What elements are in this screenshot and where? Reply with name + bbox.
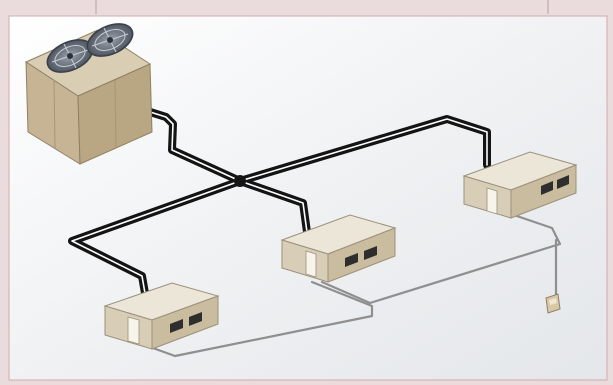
- indoor-unit-2-front-face: [327, 227, 396, 283]
- indoor-unit-1-front-face: [151, 295, 219, 350]
- pipe-to-unit2-highlight: [239, 180, 308, 233]
- indoor-unit-1: [103, 282, 220, 350]
- pipe-junction: [234, 175, 246, 187]
- condenser-panel-line-2: [114, 79, 117, 149]
- fan-guard-icon: [86, 23, 134, 57]
- wire-unit2-unit3: [320, 210, 562, 305]
- refrigerant-piping: [68, 107, 491, 303]
- indoor-unit-2-service-panel: [305, 250, 317, 278]
- control-wiring: [148, 210, 562, 358]
- vent-icon: [364, 246, 377, 260]
- vent-icon: [170, 319, 183, 333]
- vent-icon: [557, 175, 569, 189]
- vent-icon: [345, 253, 358, 267]
- vent-icon: [541, 181, 553, 195]
- indoor-unit-1-service-panel: [127, 316, 140, 345]
- controller-screen: [549, 298, 557, 305]
- wall-controller: [545, 293, 561, 314]
- pipe-to-unit3-highlight: [239, 118, 488, 182]
- vent-icon: [189, 312, 202, 326]
- fan-guard-icon: [46, 39, 94, 73]
- pipe-outdoor-to-junction-highlight: [146, 110, 241, 182]
- condenser-panel-line: [53, 79, 56, 149]
- indoor-unit-3-service-panel: [486, 187, 498, 215]
- wire-unit1-unit2: [148, 280, 374, 358]
- indoor-unit-2: [280, 214, 397, 283]
- outdoor-condenser-unit: [24, 23, 153, 165]
- pipe-to-unit1-highlight: [71, 180, 241, 300]
- indoor-unit-3: [462, 151, 578, 219]
